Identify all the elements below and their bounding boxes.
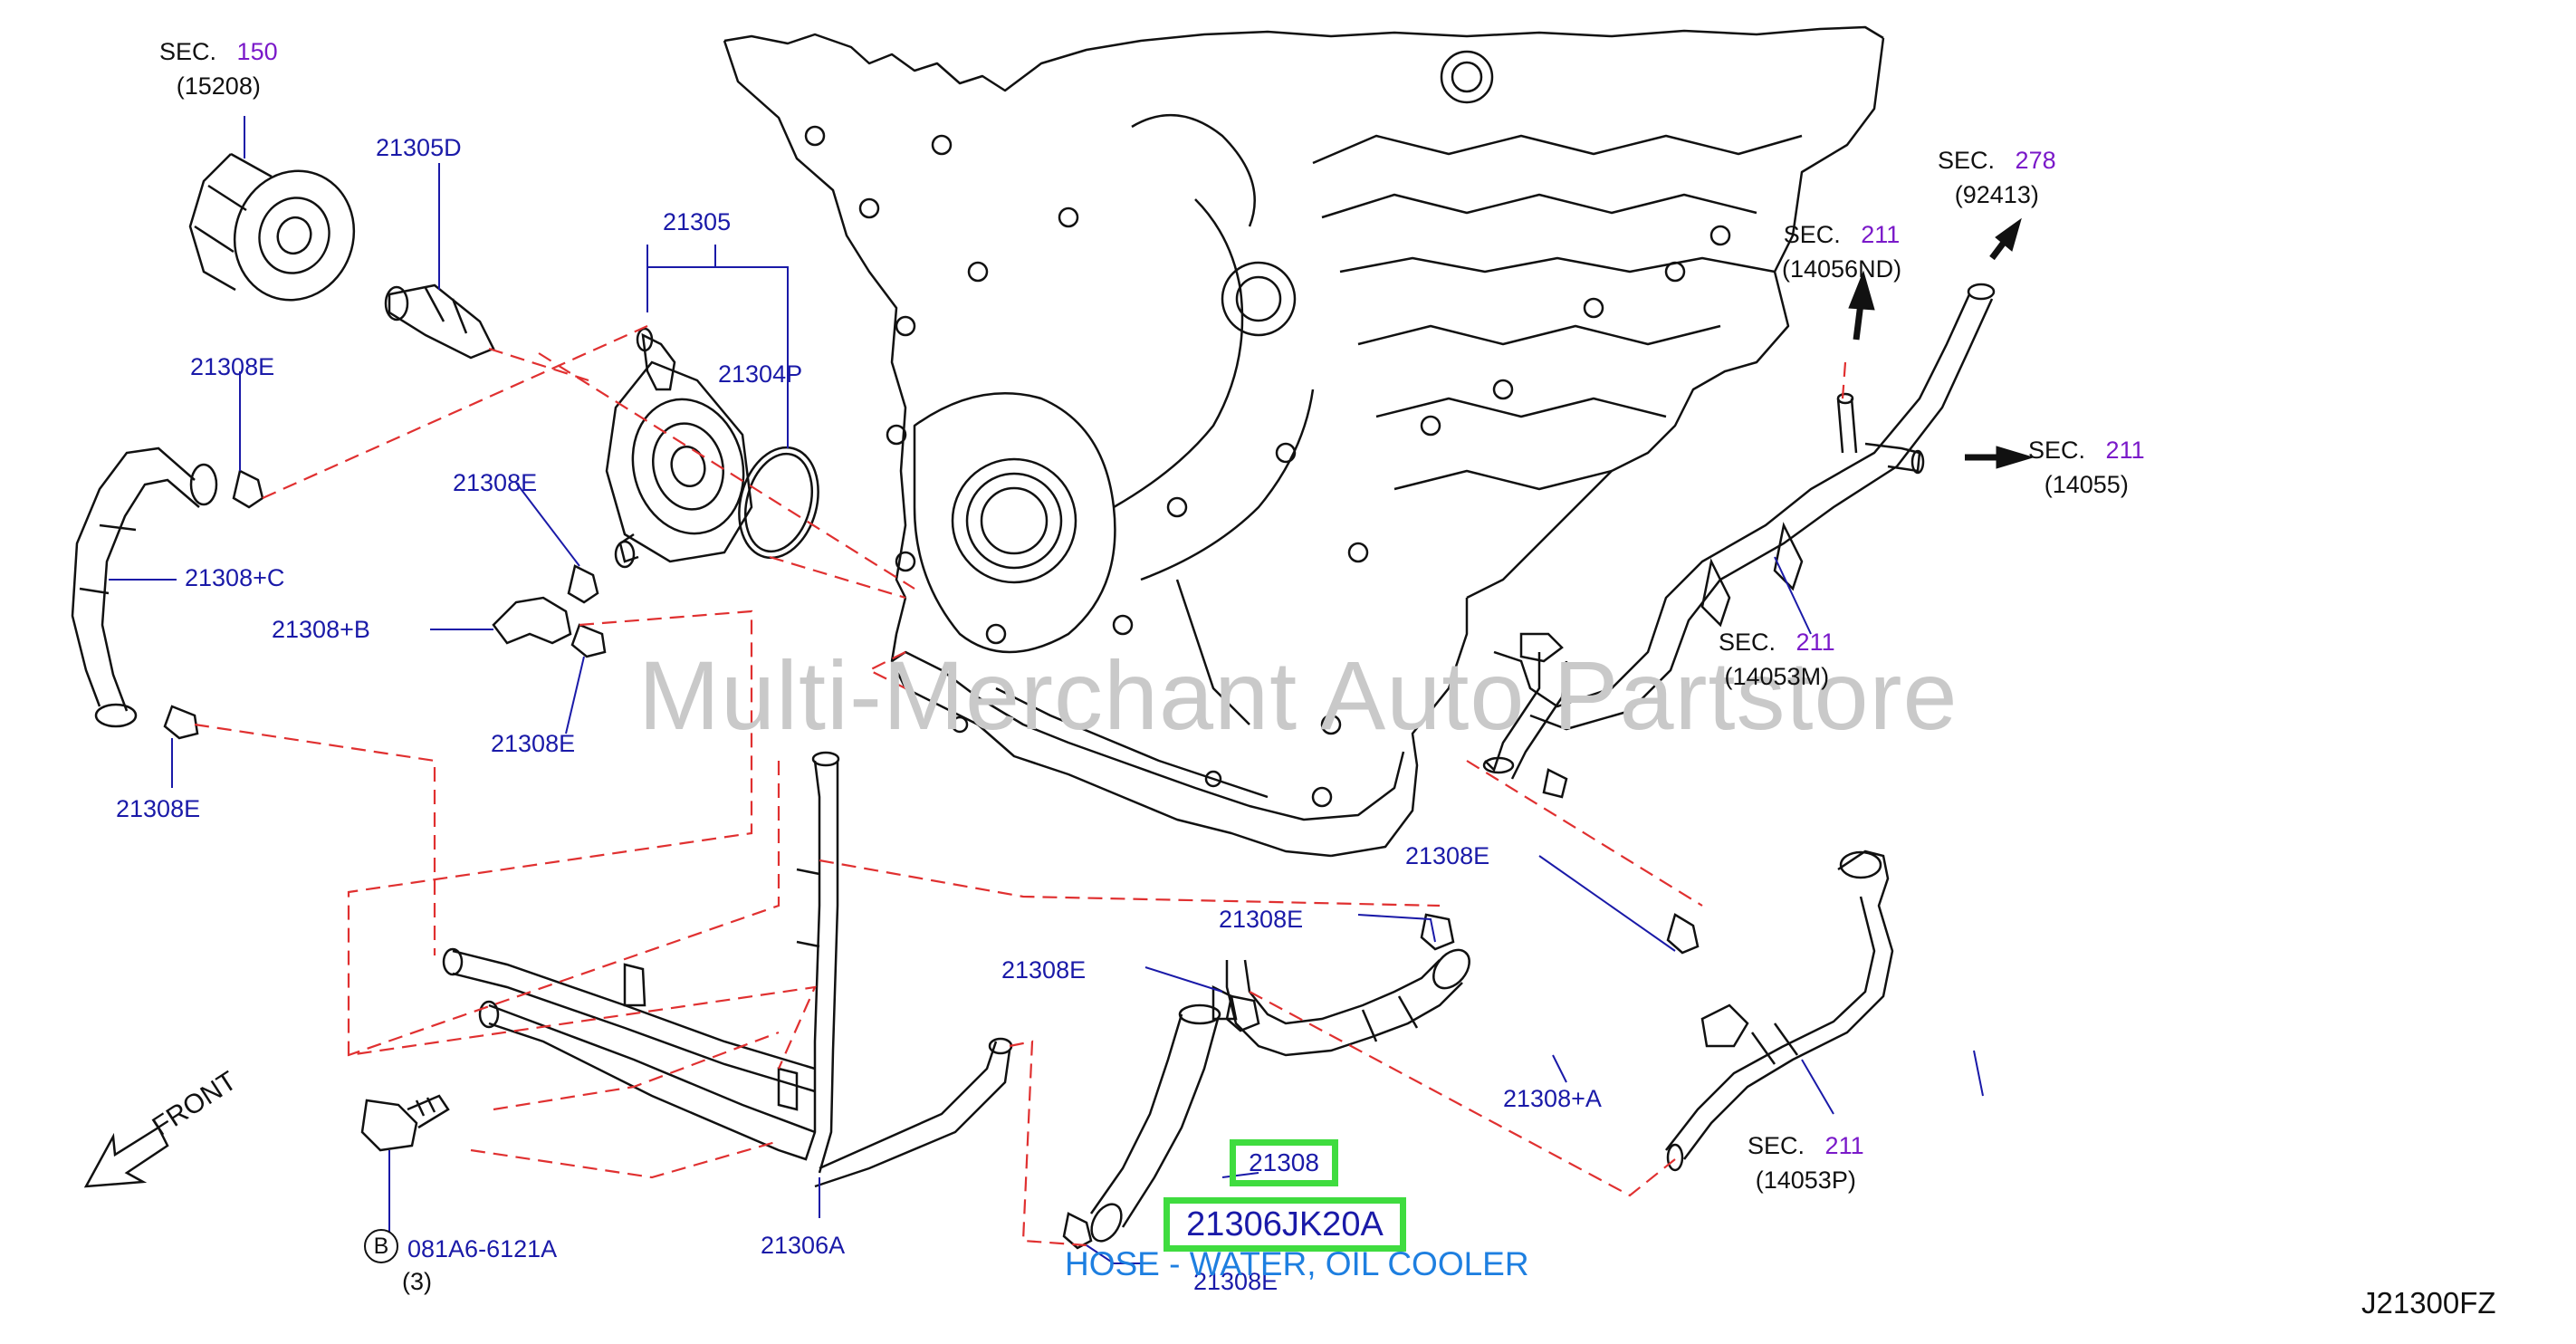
part-label-21308E[interactable]: 21308E	[1001, 956, 1087, 984]
sec-prefix: SEC.	[1783, 221, 1841, 248]
sec-ref-211-14053P[interactable]: SEC. 211 (14053P)	[1748, 1128, 1864, 1197]
sec-number: 150	[236, 38, 278, 65]
sec-number: 211	[1861, 221, 1901, 248]
highlight-part-label[interactable]: 21308	[1230, 1139, 1338, 1186]
part-label-21308E[interactable]: 21308E	[116, 795, 201, 822]
diagram-id: J21300FZ	[2361, 1286, 2496, 1320]
blue-leaders	[109, 116, 1984, 1264]
highlight-part-number-text: 21306JK20A	[1186, 1205, 1384, 1243]
sec-part-ref: (15208)	[176, 72, 261, 100]
oil-filter	[188, 152, 356, 302]
part-label-21308-A[interactable]: 21308+A	[1503, 1085, 1602, 1112]
sec-number: 278	[2015, 147, 2056, 174]
o-ring	[738, 446, 819, 560]
clamps	[163, 469, 1700, 1250]
sec-ref-150[interactable]: SEC. 150 (15208)	[159, 34, 278, 103]
sec-number: 211	[1824, 1132, 1864, 1159]
engine-block	[723, 25, 1885, 858]
sec-part-ref: (14053M)	[1724, 663, 1830, 690]
bolt-circle-b[interactable]: B	[364, 1229, 398, 1263]
sec-part-ref: (14055)	[2044, 471, 2129, 498]
water-pipe-21306A	[442, 751, 1013, 1188]
sec-number: 211	[2105, 437, 2145, 464]
part-label-21308E[interactable]: 21308E	[453, 469, 538, 496]
highlight-part-number[interactable]: 21306JK20A	[1164, 1197, 1406, 1252]
sec-prefix: SEC.	[1938, 147, 1996, 174]
part-label-21308E[interactable]: 21308E	[1193, 1268, 1278, 1295]
part-label-21308E[interactable]: 21308E	[491, 730, 576, 757]
dashed-leaders	[194, 324, 1847, 1247]
connector-21305D	[384, 283, 495, 360]
part-label-21308-C[interactable]: 21308+C	[185, 564, 285, 591]
part-label-21305D[interactable]: 21305D	[376, 134, 462, 161]
sec-prefix: SEC.	[2028, 437, 2086, 464]
sec-ref-278[interactable]: SEC. 278 (92413)	[1938, 143, 2056, 212]
pipe-14053P	[1665, 850, 1894, 1172]
highlight-part-text: 21308	[1249, 1148, 1319, 1176]
sec-ref-211-14053M[interactable]: SEC. 211 (14053M)	[1719, 625, 1835, 694]
hose-21308-A	[1225, 948, 1470, 1057]
direction-arrows	[1848, 217, 2035, 469]
sec-part-ref: (14053P)	[1755, 1166, 1856, 1194]
pipe-14053M	[1482, 283, 1996, 799]
bolt-part-label[interactable]: 081A6-6121A	[407, 1235, 558, 1262]
part-label-21308-B[interactable]: 21308+B	[272, 616, 370, 643]
part-description: HOSE - WATER, OIL COOLER	[1065, 1245, 1529, 1282]
part-label-21308E[interactable]: 21308E	[1219, 906, 1304, 933]
part-label-21308E[interactable]: 21308E	[190, 353, 275, 380]
sec-ref-211-14056ND[interactable]: SEC. 211 (14056ND)	[1782, 217, 1901, 286]
sec-prefix: SEC.	[1719, 629, 1776, 656]
oil-cooler	[605, 327, 753, 569]
watermark: Multi-Merchant Auto Partstore	[638, 640, 1958, 750]
sec-prefix: SEC.	[159, 38, 217, 65]
sec-part-ref: (92413)	[1954, 181, 2039, 208]
bolt-qty: (3)	[402, 1268, 432, 1295]
sec-ref-211-14055[interactable]: SEC. 211 (14055)	[2028, 433, 2145, 502]
hose-21308-C	[71, 446, 218, 728]
part-label-21305[interactable]: 21305	[663, 208, 732, 235]
sec-prefix: SEC.	[1748, 1132, 1805, 1159]
front-arrow	[83, 1126, 169, 1188]
sec-number: 211	[1796, 629, 1835, 656]
hose-21308-B	[492, 596, 572, 645]
bolt-circle-letter: B	[373, 1233, 389, 1259]
sec-part-ref: (14056ND)	[1782, 255, 1902, 283]
part-label-21308E[interactable]: 21308E	[1405, 842, 1490, 869]
part-label-21306A[interactable]: 21306A	[761, 1232, 846, 1259]
bolt	[360, 1094, 450, 1152]
part-label-21304P[interactable]: 21304P	[718, 360, 803, 388]
